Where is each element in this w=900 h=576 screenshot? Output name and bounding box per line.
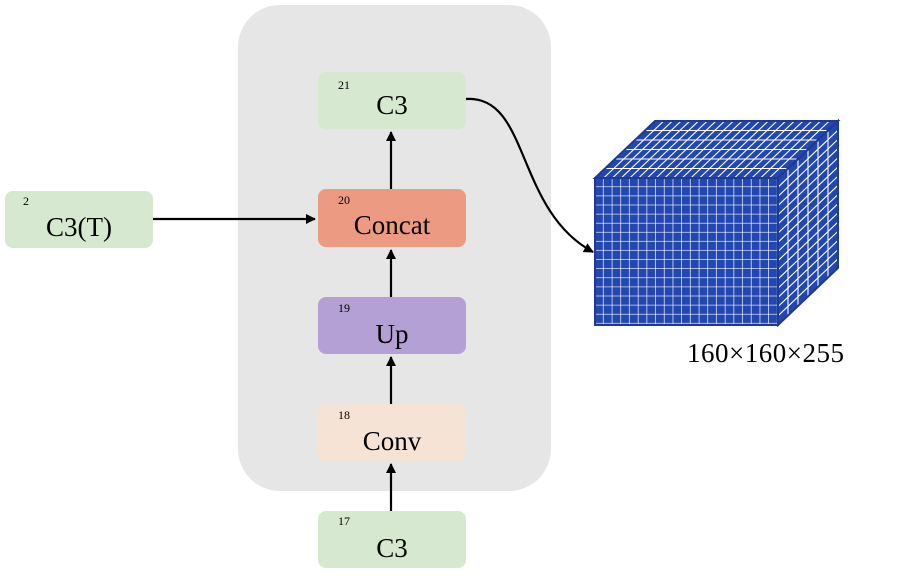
node-label: C3(T) xyxy=(46,212,112,242)
node-index: 2 xyxy=(23,194,29,208)
up-node-19: 19 Up xyxy=(318,297,466,354)
conv-node-18: 18 Conv xyxy=(318,404,466,461)
node-label: C3 xyxy=(376,533,408,563)
concat-node-20: 20 Concat xyxy=(318,189,466,247)
output-dimensions-label: 160×160×255 xyxy=(687,338,845,368)
node-label: Concat xyxy=(353,210,431,240)
node-index: 19 xyxy=(338,301,350,315)
output-tensor-cube xyxy=(592,118,841,328)
node-index: 21 xyxy=(338,78,350,92)
node-label: Up xyxy=(375,319,409,349)
node-index: 20 xyxy=(338,193,350,207)
node-label: C3 xyxy=(376,90,408,120)
node-index: 18 xyxy=(338,408,350,422)
c3t-node-2: 2 C3(T) xyxy=(5,191,153,248)
node-label: Conv xyxy=(362,426,422,456)
c3-node-17: 17 C3 xyxy=(318,511,466,568)
c3-node-21: 21 C3 xyxy=(318,72,466,129)
node-index: 17 xyxy=(338,514,350,528)
arrow-21-to-output xyxy=(465,97,594,253)
